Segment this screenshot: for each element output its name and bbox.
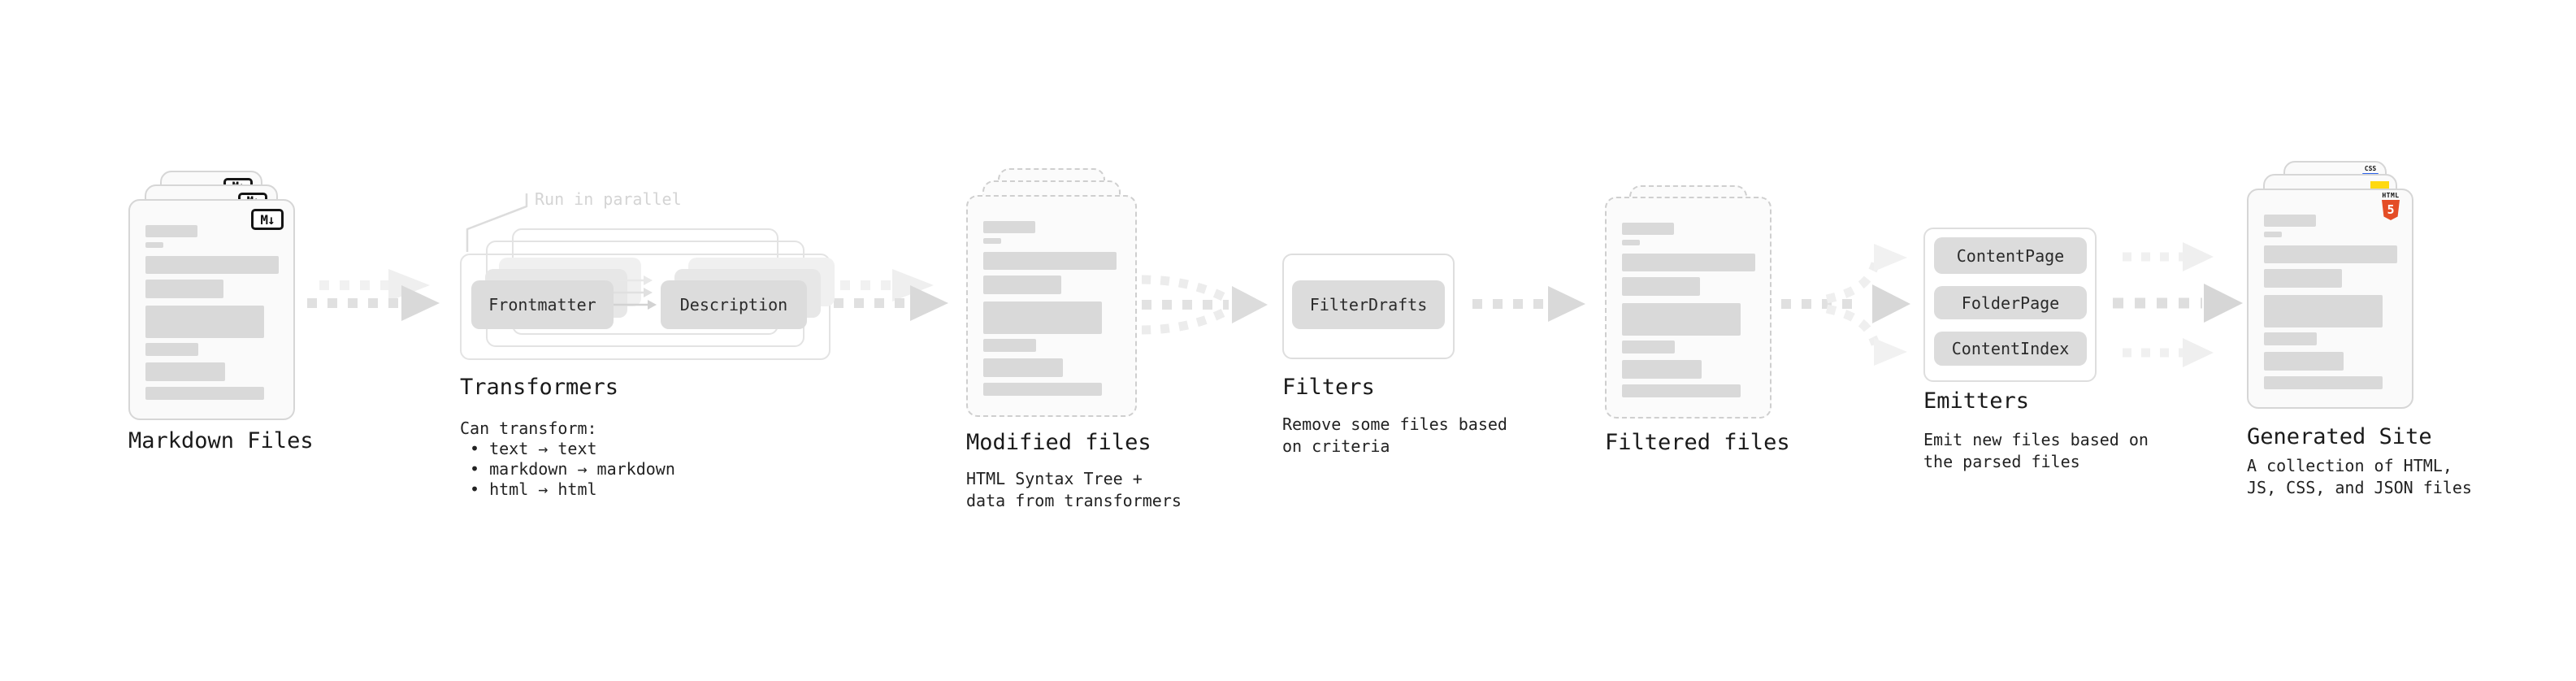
generated-site-subtitle-line1: A collection of HTML, [2247, 456, 2452, 475]
filtered-file-card [1605, 197, 1772, 419]
transformer-run-outline [460, 254, 830, 360]
content-line-placeholder [2264, 215, 2316, 227]
filters-subtitle: Remove some files based on criteria [1282, 414, 1507, 458]
content-line-placeholder [1622, 360, 1702, 379]
stage-title-emitters: Emitters [1923, 388, 2030, 414]
html5-icon-numeral: 5 [2387, 202, 2395, 217]
frontmatter-chip: Frontmatter [471, 280, 614, 329]
content-line-placeholder [2264, 269, 2342, 288]
content-line-placeholder [983, 358, 1063, 377]
content-line-placeholder [983, 238, 1001, 244]
filters-subtitle-line2: on criteria [1282, 436, 1390, 456]
description-chip: Description [661, 280, 807, 329]
modified-files-subtitle-line2: data from transformers [966, 491, 1182, 510]
arrow-filtered-to-emitters-diverging [1781, 244, 1910, 366]
modified-file-card [966, 195, 1137, 417]
content-line-placeholder [145, 225, 197, 237]
html5-file-icon: HTML 5 [2380, 193, 2401, 220]
html5-icon-label: HTML [2382, 192, 2400, 199]
stage-generated-site: CSS HTML 5 Generated Site A collection o… [2247, 161, 2491, 518]
bullet-html-to-html: html → html [470, 479, 675, 500]
contentindex-chip: ContentIndex [1934, 332, 2087, 366]
arrow-markdown-to-transformers [307, 269, 440, 321]
content-line-placeholder [1622, 240, 1640, 245]
arrow-filters-to-filtered [1472, 286, 1585, 322]
stage-title-markdown-files: Markdown Files [128, 428, 314, 453]
emitters-subtitle-line1: Emit new files based on [1923, 430, 2149, 449]
modified-files-subtitle: HTML Syntax Tree + data from transformer… [966, 468, 1182, 512]
content-line-placeholder [145, 242, 163, 248]
content-line-placeholder [145, 306, 264, 338]
emitters-subtitle: Emit new files based on the parsed files [1923, 429, 2149, 473]
modified-files-subtitle-line1: HTML Syntax Tree + [966, 469, 1143, 488]
content-line-placeholder [2264, 232, 2282, 237]
html5-icon-shield: 5 [2382, 200, 2400, 220]
content-line-placeholder [1622, 277, 1700, 296]
arrow-transformers-to-modified [834, 269, 948, 321]
content-line-placeholder [2264, 376, 2383, 389]
content-line-placeholder [145, 362, 225, 381]
bullet-markdown-to-markdown: markdown → markdown [470, 459, 675, 479]
contentpage-chip: ContentPage [1934, 237, 2087, 274]
content-line-placeholder [1622, 303, 1741, 336]
transformers-bullet-list: text → text markdown → markdown html → h… [470, 439, 675, 500]
run-in-parallel-connector [466, 193, 528, 252]
css-icon-label: CSS [2364, 165, 2377, 172]
stage-title-filters: Filters [1282, 375, 1375, 400]
markdown-icon: M↓ [251, 209, 284, 230]
filters-subtitle-line1: Remove some files based [1282, 414, 1507, 434]
stage-title-modified-files: Modified files [966, 430, 1151, 455]
generated-site-subtitle: A collection of HTML, JS, CSS, and JSON … [2247, 455, 2472, 499]
arrow-emitters-to-generated [2113, 242, 2243, 367]
stage-title-generated-site: Generated Site [2247, 424, 2432, 449]
content-line-placeholder [145, 343, 198, 356]
run-in-parallel-label: Run in parallel [535, 189, 682, 209]
content-line-placeholder [145, 387, 264, 400]
stage-emitters: ContentPage FolderPage ContentIndex Emit… [1923, 228, 2151, 496]
markdown-file-card: M↓ [128, 199, 295, 420]
bullet-text-to-text: text → text [470, 439, 675, 459]
filterdrafts-chip: FilterDrafts [1292, 280, 1445, 329]
content-line-placeholder [2264, 352, 2344, 371]
content-line-placeholder [1622, 223, 1674, 235]
content-line-placeholder [983, 301, 1102, 334]
content-line-placeholder [1622, 254, 1755, 271]
content-line-placeholder [983, 339, 1036, 352]
stage-title-transformers: Transformers [460, 375, 619, 400]
emitters-subtitle-line2: the parsed files [1923, 452, 2080, 471]
stage-transformers: Run in parallel Frontmatter Description … [439, 187, 861, 512]
generated-file-card: HTML 5 [2247, 189, 2413, 409]
stage-filtered-files: Filtered files [1605, 185, 1832, 510]
content-line-placeholder [1622, 384, 1741, 397]
content-line-placeholder [145, 280, 223, 298]
content-line-placeholder [145, 256, 279, 274]
content-line-placeholder [2264, 295, 2383, 327]
folderpage-chip: FolderPage [1934, 286, 2087, 319]
content-line-placeholder [983, 383, 1102, 396]
transformers-note-heading: Can transform: [460, 419, 597, 438]
js-file-icon [2370, 181, 2389, 189]
content-line-placeholder [1622, 340, 1675, 354]
content-line-placeholder [983, 275, 1061, 294]
arrow-modified-to-filters-converging [1141, 275, 1268, 335]
content-line-placeholder [983, 221, 1035, 233]
content-line-placeholder [2264, 245, 2397, 263]
stage-modified-files: Modified files HTML Syntax Tree + data f… [966, 168, 1210, 526]
stage-title-filtered-files: Filtered files [1605, 430, 1790, 455]
content-line-placeholder [2264, 332, 2317, 345]
content-line-placeholder [983, 252, 1117, 270]
stage-markdown-files: M↓ M↓ M↓ Markdown Files [128, 168, 314, 510]
stage-filters: FilterDrafts Filters Remove some files b… [1282, 254, 1510, 497]
generated-site-subtitle-line2: JS, CSS, and JSON files [2247, 478, 2472, 497]
